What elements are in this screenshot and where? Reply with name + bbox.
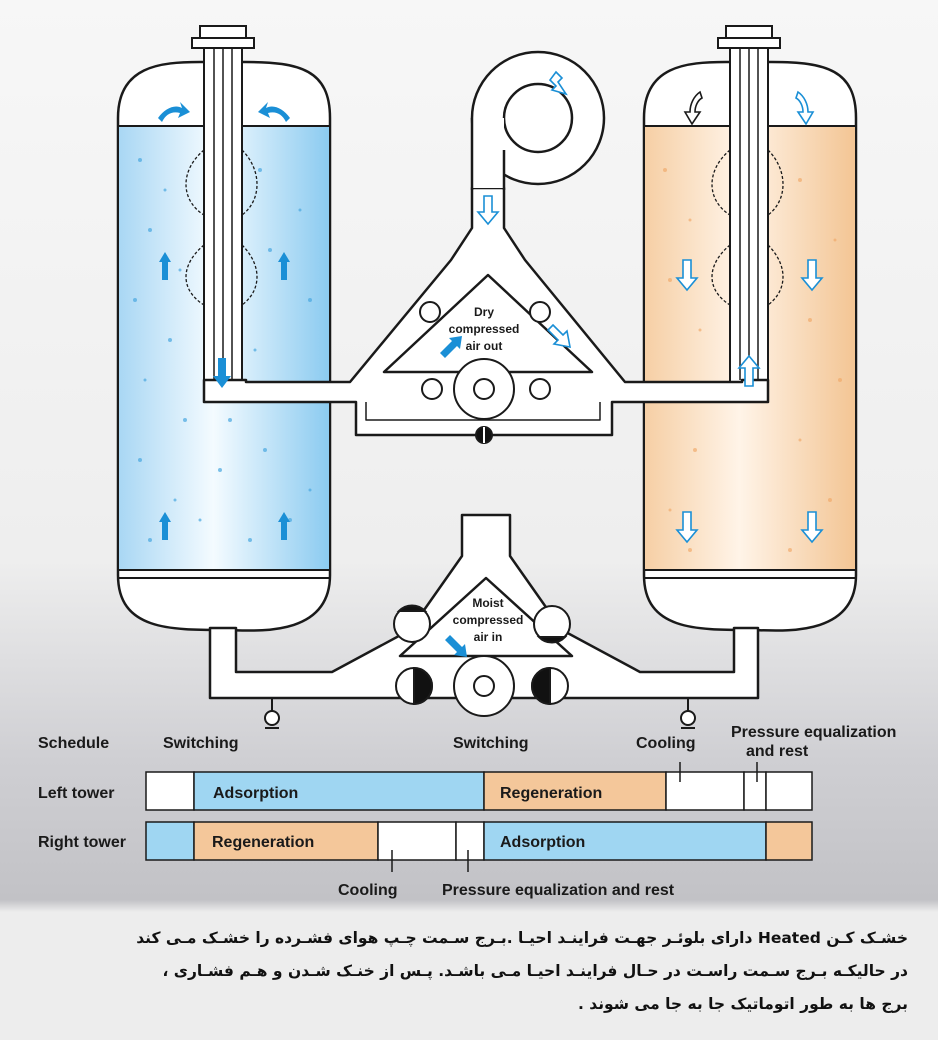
left-regeneration-segment — [483, 771, 667, 811]
moist-air-label-line2: compressed — [453, 613, 524, 627]
right-tower-bar — [145, 821, 813, 872]
schedule-chart: Schedule Switching Switching Cooling Pre… — [38, 724, 896, 899]
flow-arrows-left — [158, 102, 467, 657]
desiccant-bubbles-left — [133, 158, 312, 542]
pressure-bottom-label: Pressure equalization and rest — [442, 882, 675, 899]
caption-line-3: برج ها به طور اتوماتیک جا به جا می شوند … — [577, 995, 908, 1013]
outlet-valves — [419, 301, 551, 444]
heater-left — [185, 25, 258, 394]
right-adsorption-segment — [483, 821, 767, 861]
caption-line-2: در حالیکـه بـرج سـمت راسـت در حـال فراین… — [162, 962, 908, 980]
left-adsorption-label: Adsorption — [213, 785, 298, 802]
left-regeneration-label: Regeneration — [500, 785, 602, 802]
right-regeneration-label: Regeneration — [212, 834, 314, 851]
flow-arrows-right — [476, 70, 824, 544]
schedule-header: Schedule — [38, 735, 109, 752]
dry-air-label-line2: compressed — [449, 322, 520, 336]
right-adsorption-label: Adsorption — [500, 834, 585, 851]
pressure-top-label-line2: and rest — [746, 743, 809, 760]
left-pressure-segment — [743, 771, 767, 811]
cooling-bottom-label: Cooling — [338, 882, 398, 899]
right-tail-segment — [765, 821, 813, 861]
right-tower — [642, 60, 858, 632]
pressure-top-label-line1: Pressure equalization — [731, 724, 896, 741]
right-regeneration-segment — [193, 821, 379, 861]
dry-air-label-line1: Dry — [474, 305, 494, 319]
left-cooling-segment — [665, 771, 745, 811]
right-pressure-segment — [455, 821, 485, 861]
right-start-adsorption-segment — [145, 821, 195, 861]
left-tower-label: Left tower — [38, 785, 114, 802]
switching-mid-label: Switching — [453, 735, 529, 752]
right-cooling-segment — [377, 821, 457, 861]
upper-piping — [202, 50, 770, 437]
left-switching-segment — [145, 771, 195, 811]
cooling-top-label: Cooling — [636, 735, 696, 752]
left-adsorption-segment — [193, 771, 485, 811]
dry-air-label: Dry compressed air out — [449, 305, 520, 353]
moist-air-label-line1: Moist — [472, 596, 503, 610]
flow-arrow-dark — [683, 90, 703, 126]
moist-air-label: Moist compressed air in — [453, 596, 524, 644]
dry-air-label-line3: air out — [466, 339, 503, 353]
caption: خشـک کـن Heated دارای بلوئـر جهـت فراینـ… — [40, 922, 908, 1021]
caption-line-1: خشـک کـن Heated دارای بلوئـر جهـت فراینـ… — [136, 929, 908, 947]
switching-left-label: Switching — [163, 735, 239, 752]
dryer-diagram: Dry compressed air out Moist compressed … — [38, 25, 896, 899]
inlet-valves — [264, 604, 696, 729]
right-tower-label: Right tower — [38, 834, 126, 851]
moist-air-label-line3: air in — [474, 630, 503, 644]
left-tower-bar — [145, 762, 813, 811]
left-tail-segment — [765, 771, 813, 811]
